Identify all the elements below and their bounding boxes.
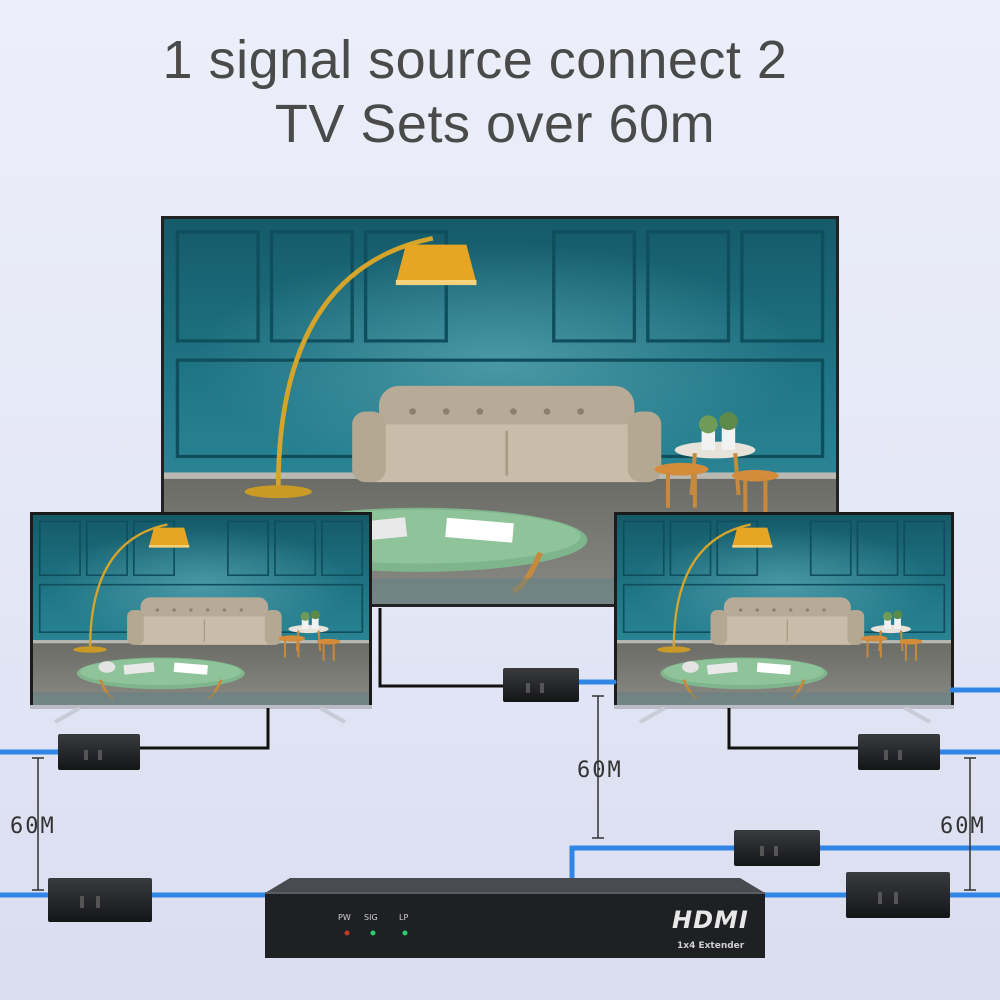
- led-label-lp: LP: [399, 913, 409, 922]
- right-tv: [614, 512, 954, 724]
- led-label-pw: PW: [338, 913, 351, 922]
- led-label-sig: SIG: [364, 913, 378, 922]
- distance-label-center: 60M: [577, 758, 623, 783]
- hdmi-splitter-box: [265, 878, 765, 958]
- hdmi-cables: [140, 608, 860, 750]
- receiver-right: [858, 734, 940, 770]
- distance-markers: [32, 695, 976, 891]
- receiver-center: [503, 668, 579, 702]
- transmitter-right: [846, 872, 950, 918]
- distance-label-right: 60M: [940, 814, 986, 839]
- receiver-left: [58, 734, 140, 770]
- splitter-subtitle: 1x4 Extender: [677, 941, 745, 951]
- title-line-2: TV Sets over 60m: [274, 94, 716, 154]
- transmitter-center: [734, 830, 820, 866]
- distance-label-left: 60M: [10, 814, 56, 839]
- left-tv: [30, 512, 372, 724]
- splitter-brand: HDMI: [672, 906, 749, 934]
- title-line-1: 1 signal source connect 2: [162, 30, 788, 90]
- transmitter-left: [48, 878, 152, 922]
- page-title: 1 signal source connect 2 TV Sets over 6…: [0, 28, 1000, 156]
